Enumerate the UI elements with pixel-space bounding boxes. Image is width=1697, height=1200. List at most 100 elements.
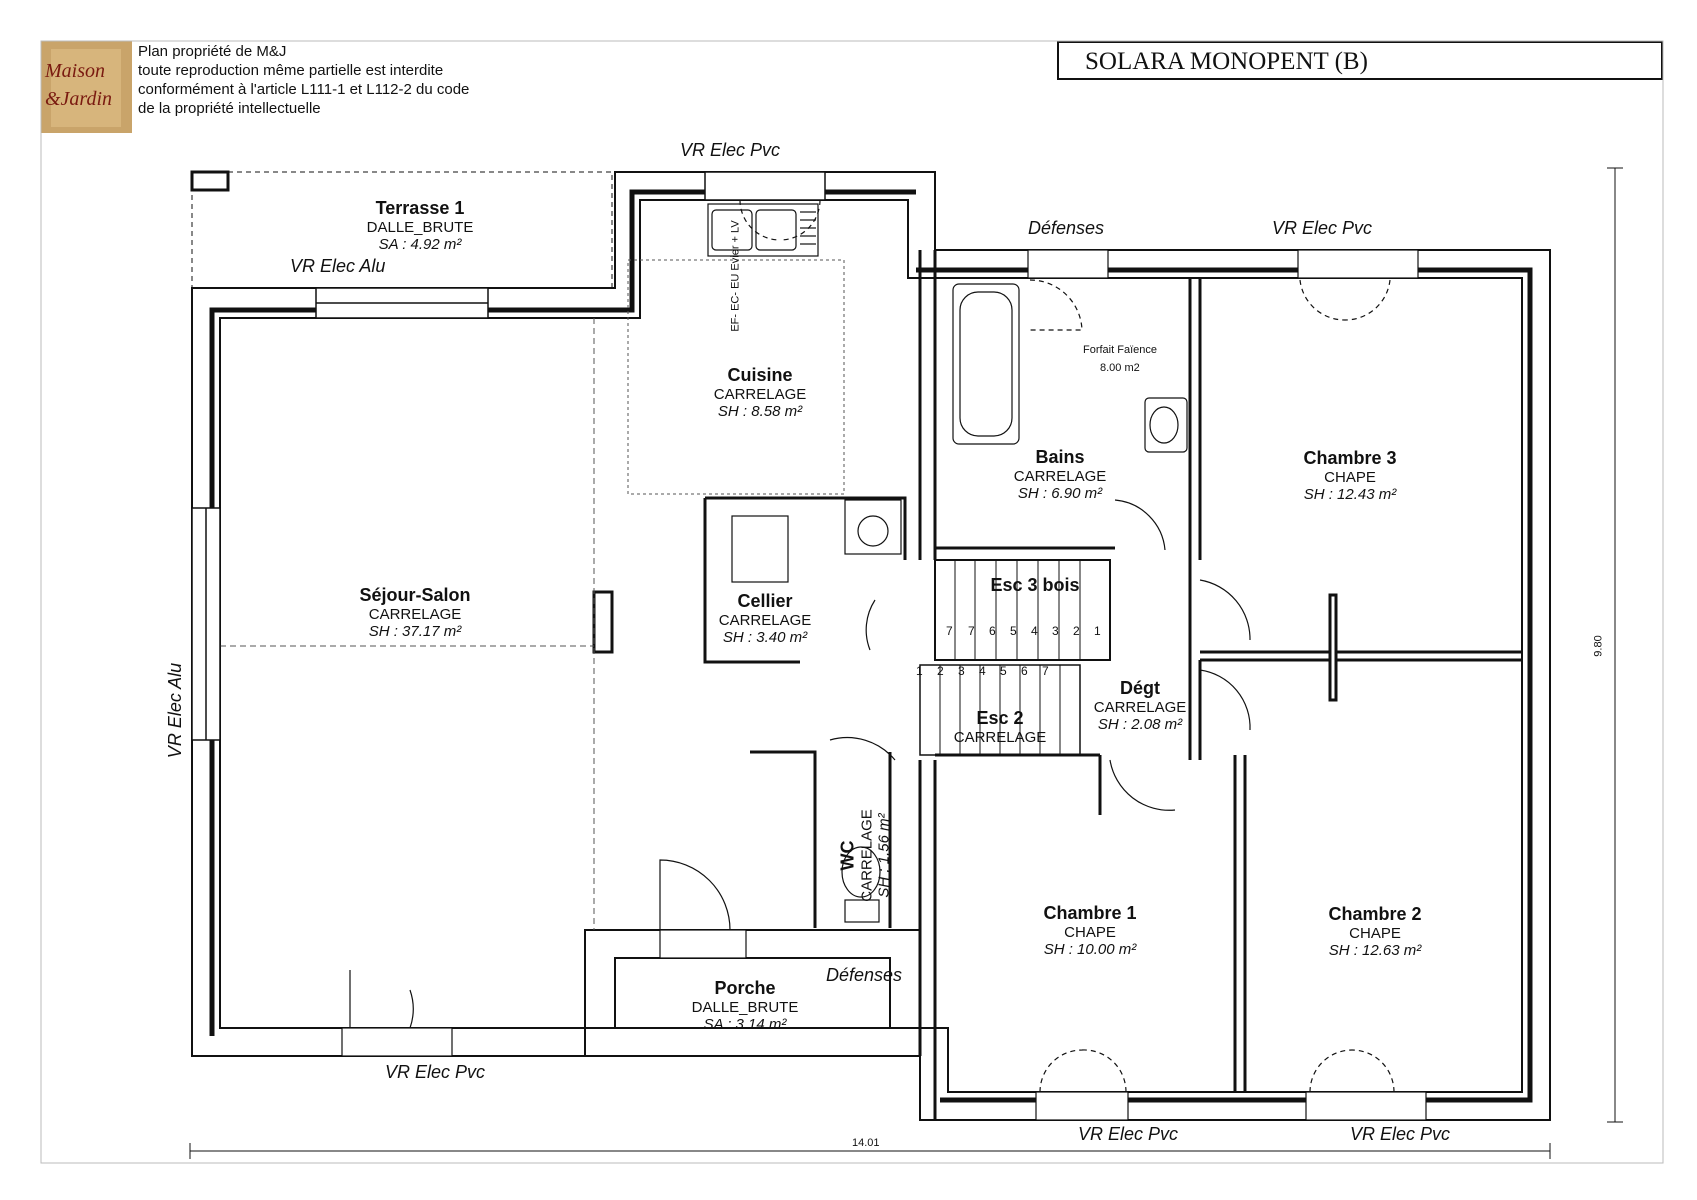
room-floor: CARRELAGE bbox=[1013, 468, 1107, 485]
staircase-upper bbox=[934, 559, 1111, 661]
room-name: Chambre 1 bbox=[1043, 903, 1137, 923]
room-terrasse: Terrasse 1 DALLE_BRUTE SA : 4.92 m² bbox=[340, 198, 500, 253]
room-floor: DALLE_BRUTE bbox=[691, 999, 799, 1016]
annotation-vr-bottom-ch2: VR Elec Pvc bbox=[1350, 1124, 1451, 1144]
sejour-column bbox=[592, 590, 614, 654]
room-name: Séjour-Salon bbox=[359, 585, 471, 605]
ch1-window-swing bbox=[1039, 1049, 1127, 1093]
washing-machine bbox=[731, 499, 902, 583]
washer-drum bbox=[857, 515, 889, 547]
room-area: SH : 12.43 m² bbox=[1303, 486, 1397, 503]
sejour-door bbox=[349, 970, 414, 1029]
annotation-defenses-top: Défenses bbox=[1028, 218, 1105, 238]
sink-bowl-2 bbox=[755, 209, 797, 251]
bathroom-fixtures bbox=[952, 283, 1188, 453]
terrasse-dashed-rect bbox=[191, 171, 613, 289]
sheet-frame bbox=[40, 40, 1664, 1164]
room-area: SH : 12.63 m² bbox=[1328, 942, 1422, 959]
room-floor: CARRELAGE bbox=[1093, 699, 1187, 716]
bains-window-opening bbox=[1027, 249, 1109, 279]
closet-partition bbox=[1328, 593, 1338, 702]
stair-number: 4 bbox=[1031, 624, 1038, 638]
room-floor: CARRELAGE bbox=[858, 809, 876, 902]
plan-title: SOLARA MONOPENT (B) bbox=[1085, 48, 1368, 75]
ch2-window-opening bbox=[1305, 1091, 1427, 1121]
room-area: SH : 37.17 m² bbox=[368, 623, 462, 640]
cellier-door bbox=[865, 599, 876, 651]
annotation-vr-top-kitchen: VR Elec Pvc bbox=[680, 140, 781, 160]
logo-text-line1: Maison bbox=[45, 60, 105, 82]
stair-number: 3 bbox=[958, 664, 965, 678]
cellier-unit bbox=[731, 515, 789, 583]
wall-cellier bbox=[703, 496, 907, 664]
maison-jardin-logo: Maison &Jardin bbox=[41, 41, 132, 133]
sejour-dashed bbox=[220, 318, 595, 930]
stair-upper-box bbox=[934, 559, 1111, 661]
ch1-window-opening bbox=[1035, 1091, 1129, 1121]
inner-wall-outline bbox=[219, 199, 1523, 1093]
ch3-window-opening bbox=[1297, 249, 1419, 279]
annotation-faience-label: Forfait Faïence bbox=[1083, 344, 1157, 356]
room-floor: CARRELAGE bbox=[953, 729, 1047, 746]
toilet-bowl bbox=[841, 846, 881, 898]
room-chambre3: Chambre 3 CHAPE SH : 12.43 m² bbox=[1280, 448, 1420, 503]
room-porche: Porche DALLE_BRUTE SA : 3.14 m² bbox=[680, 978, 810, 1033]
entrance-opening bbox=[659, 929, 747, 959]
annotation-faience-value: 8.00 m2 bbox=[1100, 362, 1140, 374]
annotation-vr-terrasse: VR Elec Alu bbox=[290, 256, 386, 276]
toilet-tank bbox=[844, 899, 880, 923]
room-floor: CARRELAGE bbox=[368, 606, 462, 623]
window-frame-kitchen bbox=[704, 171, 826, 201]
annotation-vr-left: VR Elec Alu bbox=[165, 662, 186, 759]
wall-openings bbox=[341, 249, 1427, 1121]
stair-number: 7 bbox=[946, 624, 953, 638]
stair-number: 6 bbox=[989, 624, 996, 638]
annotation-vr-bottom-sejour: VR Elec Pvc bbox=[385, 1062, 486, 1082]
plan-title-box: SOLARA MONOPENT (B) bbox=[1057, 41, 1663, 80]
window-swings bbox=[739, 199, 1395, 1093]
stair-number: 1 bbox=[1094, 624, 1101, 638]
annotation-kitchen-plumbing: EF- EC- EU Evier + LV bbox=[729, 220, 742, 332]
copyright-line: de la propriété intellectuelle bbox=[138, 100, 321, 117]
entrance-door bbox=[659, 859, 731, 931]
room-name: WC bbox=[837, 840, 858, 871]
kitchen-sink bbox=[707, 203, 819, 257]
room-name: Chambre 3 bbox=[1303, 448, 1397, 468]
stair-number: 1 bbox=[916, 664, 923, 678]
bathtub-inner bbox=[959, 291, 1013, 437]
terrasse-outline bbox=[191, 171, 613, 289]
room-area: SH : 2.08 m² bbox=[1097, 716, 1183, 733]
sink-bowl-1 bbox=[711, 209, 753, 251]
bains-window-swing bbox=[1029, 279, 1083, 331]
room-name: Dégt bbox=[1120, 678, 1160, 698]
stair-number: 7 bbox=[968, 624, 975, 638]
stair-number: 2 bbox=[937, 664, 944, 678]
room-bains: Bains CARRELAGE SH : 6.90 m² bbox=[995, 447, 1125, 502]
copyright-line: Plan propriété de M&J bbox=[138, 43, 287, 60]
room-area: SH : 1.56 m² bbox=[875, 813, 893, 898]
room-name: Porche bbox=[714, 978, 776, 998]
stair-number: 2 bbox=[1073, 624, 1080, 638]
ch2-door bbox=[1199, 669, 1251, 731]
room-name: Esc 2 bbox=[976, 708, 1024, 728]
room-cuisine: Cuisine CARRELAGE SH : 8.58 m² bbox=[680, 365, 840, 420]
wall-wc bbox=[750, 750, 892, 928]
staircase-lower bbox=[919, 664, 1081, 756]
room-name: Terrasse 1 bbox=[375, 198, 465, 218]
dimension-lines bbox=[189, 167, 1623, 1159]
kitchen-window-swing bbox=[739, 199, 821, 241]
room-area: SH : 3.40 m² bbox=[722, 629, 808, 646]
toilet bbox=[841, 846, 881, 923]
stair-number: 6 bbox=[1021, 664, 1028, 678]
room-sejour: Séjour-Salon CARRELAGE SH : 37.17 m² bbox=[330, 585, 500, 640]
annotation-vr-top-ch3: VR Elec Pvc bbox=[1272, 218, 1373, 238]
room-name: Chambre 2 bbox=[1328, 904, 1422, 924]
room-area: SH : 10.00 m² bbox=[1043, 941, 1137, 958]
room-chambre2: Chambre 2 CHAPE SH : 12.63 m² bbox=[1305, 904, 1445, 959]
washbasin-bowl bbox=[1149, 406, 1179, 444]
wall-band-east bbox=[916, 267, 1533, 1103]
ch3-window-swing bbox=[1299, 279, 1391, 321]
room-esc3: Esc 3 bois bbox=[970, 575, 1100, 596]
